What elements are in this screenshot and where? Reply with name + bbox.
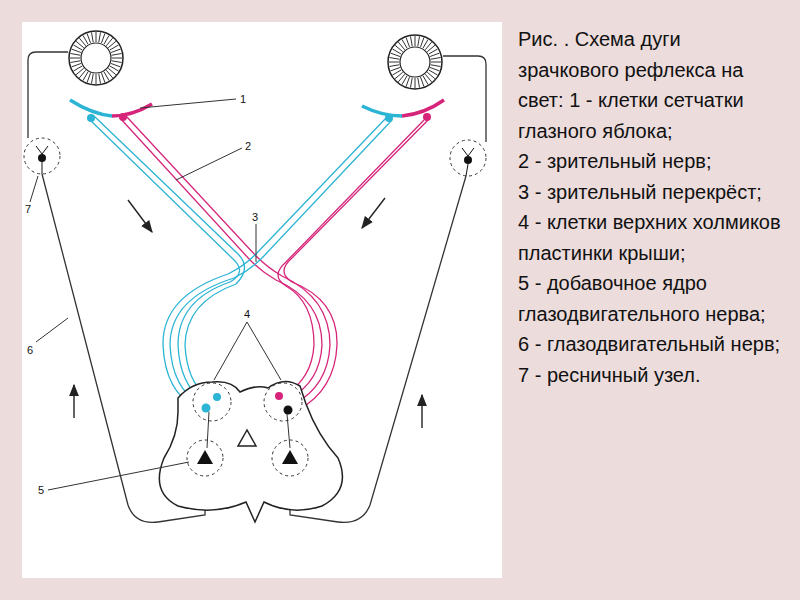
accessory-nucleus [187, 412, 308, 476]
optic-fibre [94, 116, 245, 396]
callout-number: 4 [242, 308, 252, 320]
optic-fibre [126, 116, 330, 404]
eye-hatch [101, 34, 104, 43]
eye-hatch [406, 77, 409, 86]
eye-hatch [96, 32, 97, 42]
eye-hatch [392, 70, 401, 75]
caption-column: Рис. . Схема дуги зрачкового рефлекса на… [518, 24, 786, 390]
eye-hatch [99, 74, 101, 84]
eye-hatch [91, 32, 93, 42]
optic-fibre [163, 118, 386, 408]
eye-hatch [70, 58, 80, 59]
eye-hatch [418, 78, 420, 88]
eye-hatch [73, 66, 82, 71]
eye-hatch [431, 62, 441, 63]
eye-hatch [389, 65, 399, 67]
legend-item-text: 6 - глазодвигательный нерв; [518, 329, 786, 360]
eye-hatch [423, 76, 428, 85]
eye-hatch [87, 73, 90, 82]
eye-hatch [410, 78, 412, 88]
eye-hatch [420, 77, 423, 86]
eye-hatch [91, 74, 93, 84]
eye-hatch [110, 45, 119, 50]
eye-hatch [72, 49, 81, 52]
eye-hatch [112, 61, 122, 63]
eye-hatch [111, 63, 120, 66]
optic-fibre [284, 118, 430, 410]
eye-hatch [101, 73, 104, 82]
callout-number: 5 [36, 484, 46, 496]
aqueduct-triangle [238, 430, 256, 446]
eye-hatch [112, 53, 122, 55]
eye-hatch [391, 67, 400, 70]
eye-hatch [104, 72, 109, 81]
midbrain-outline [159, 381, 342, 522]
eye-hatch [431, 65, 441, 67]
eye-hatch [406, 38, 409, 47]
eyeball [69, 31, 442, 89]
eye-hatch [402, 39, 407, 48]
eye-hatch [415, 78, 416, 88]
legend-item-text: 3 - зрительный перекрёст; [518, 177, 786, 208]
callout-number: 1 [238, 93, 248, 105]
optic-fibre [278, 120, 424, 394]
retina-cells [87, 113, 431, 122]
eye-hatch [99, 32, 101, 42]
eye-hatch [429, 49, 438, 54]
eye-hatch [112, 58, 122, 59]
callout-number: 2 [243, 140, 253, 152]
ciliary-ganglion [24, 138, 486, 176]
eye-hatch [420, 38, 423, 47]
callout-number: 6 [25, 344, 35, 356]
retina-arc [112, 104, 152, 116]
eye-hatch [389, 62, 399, 63]
retina-arc [402, 100, 444, 116]
optic-fibre [170, 120, 392, 404]
eye-hatch [430, 67, 439, 70]
eye-hatch [87, 34, 90, 43]
legend-item-text: 5 - добавочное ядро глазодвигательного н… [518, 268, 786, 329]
callout-number: 7 [23, 203, 33, 215]
eye-hatch [410, 36, 412, 46]
callout-number: 3 [250, 211, 260, 223]
eye-hatch [418, 36, 420, 46]
retina-arc [70, 100, 112, 116]
eye-hatch [83, 35, 88, 44]
direction-arrow [74, 198, 422, 428]
legend-item-text: 2 - зрительный нерв; [518, 146, 786, 177]
oculomotor-nerve [28, 52, 68, 138]
retina-arc [362, 106, 402, 116]
figure-caption: Рис. . Схема дуги зрачкового рефлекса на… [518, 24, 786, 146]
eye-hatch [389, 57, 399, 59]
eye-hatch [70, 61, 80, 63]
legend-item-text: 7 - ресничный узел. [518, 360, 786, 391]
eye-hatch [111, 49, 120, 52]
eye-hatch [70, 53, 80, 55]
legend-item-text: 4 - клетки верхних холмиков пластинки кр… [518, 207, 786, 268]
eye-hatch [415, 36, 416, 46]
eye-hatch [391, 53, 400, 56]
eye-hatch [96, 74, 97, 84]
eye-hatch [430, 53, 439, 56]
leader-line [30, 99, 281, 490]
eye-hatch [72, 63, 81, 66]
eye-hatch [431, 57, 441, 59]
oculomotor-nerve [443, 56, 486, 142]
colliculus-cells [193, 383, 302, 421]
